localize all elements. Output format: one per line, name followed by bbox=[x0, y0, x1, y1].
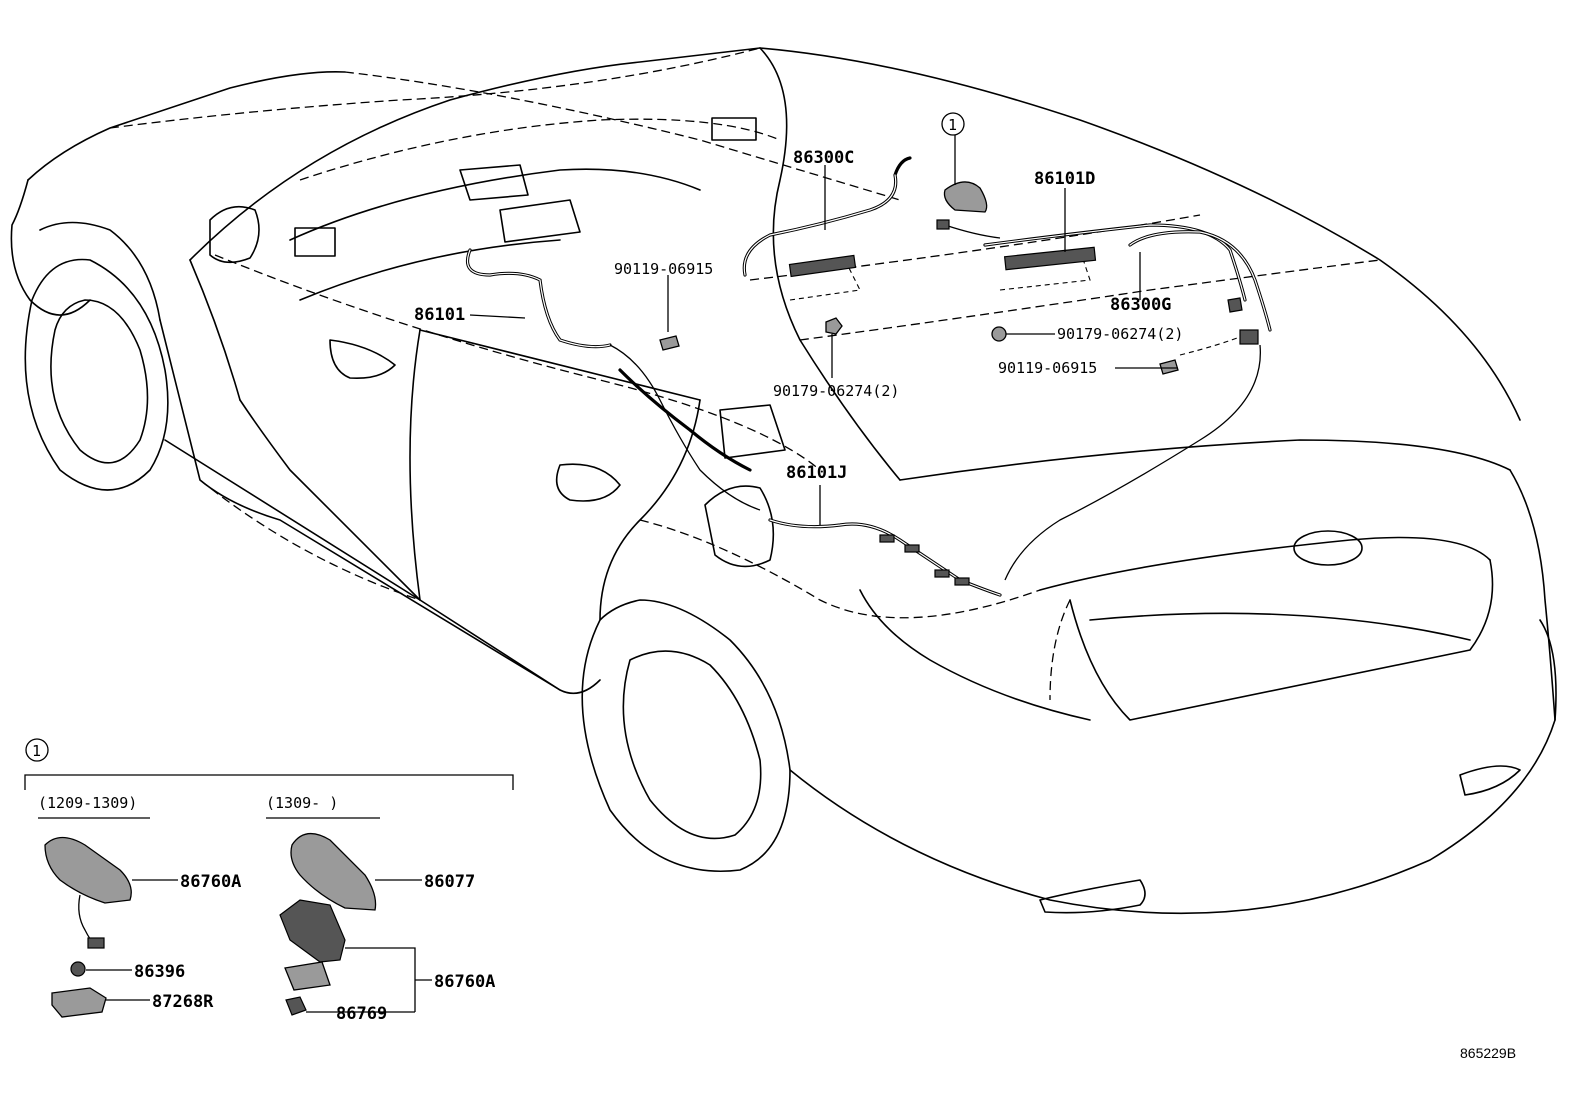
shark-fin-antenna-old-icon bbox=[44, 836, 132, 904]
label-86760A-right: 86760A bbox=[434, 972, 495, 992]
amplifier-left bbox=[788, 254, 857, 278]
label-86077: 86077 bbox=[424, 872, 475, 892]
label-87268R: 87268R bbox=[152, 992, 214, 1012]
callout-marker-roof bbox=[941, 112, 965, 136]
inset-period-right: (1309- ) bbox=[266, 794, 338, 812]
inset-period-left: (1209-1309) bbox=[38, 794, 137, 812]
wire-harnesses bbox=[465, 156, 1272, 597]
hidden-lines bbox=[109, 47, 1381, 701]
callout-marker-roof-text: 1 bbox=[948, 116, 957, 134]
bolt-right-icon bbox=[1159, 359, 1179, 375]
bolt-top-icon bbox=[659, 335, 680, 351]
nut-right-icon bbox=[991, 326, 1007, 342]
small-parts bbox=[659, 181, 1259, 375]
part-labels: 1 86300C 86101D 90119-06915 86101 86300G… bbox=[414, 112, 1183, 483]
harness-86101 bbox=[465, 248, 612, 349]
label-90179-06274-center: 90179-06274(2) bbox=[773, 382, 899, 400]
cable-trunk bbox=[1004, 344, 1261, 581]
nut-86396-icon bbox=[70, 961, 86, 977]
inset-marker-text: 1 bbox=[32, 742, 41, 760]
gasket-icon bbox=[284, 961, 331, 991]
roof-antenna-icon bbox=[943, 181, 988, 213]
diagram-code: 865229B bbox=[1460, 1045, 1516, 1061]
pad-86769-icon bbox=[285, 996, 307, 1016]
nut-center-icon bbox=[825, 317, 843, 335]
label-86300C: 86300C bbox=[793, 148, 854, 168]
label-86760A-left: 86760A bbox=[180, 872, 241, 892]
label-86101J: 86101J bbox=[786, 463, 847, 483]
car-body-outline bbox=[10, 47, 1557, 915]
inset-marker bbox=[25, 738, 49, 762]
label-86300G: 86300G bbox=[1110, 295, 1171, 315]
label-90119-06915-right: 90119-06915 bbox=[998, 359, 1097, 377]
label-90119-06915-top: 90119-06915 bbox=[614, 260, 713, 278]
antenna-cover-86077-icon bbox=[290, 833, 377, 911]
label-86769: 86769 bbox=[336, 1004, 387, 1024]
bracket-87268R-icon bbox=[51, 987, 107, 1018]
label-86101: 86101 bbox=[414, 305, 465, 325]
inset-antenna-variants: 1 (1209-1309) (1309- ) 86760A 86396 8726… bbox=[24, 738, 514, 1024]
antenna-base-86760A-icon bbox=[279, 899, 346, 963]
label-86396: 86396 bbox=[134, 962, 185, 982]
cable-86300C bbox=[742, 156, 912, 277]
amplifier-right bbox=[1003, 246, 1097, 271]
label-90179-06274-right: 90179-06274(2) bbox=[1057, 325, 1183, 343]
label-86101D: 86101D bbox=[1034, 169, 1095, 189]
leader-lines bbox=[469, 135, 1178, 525]
